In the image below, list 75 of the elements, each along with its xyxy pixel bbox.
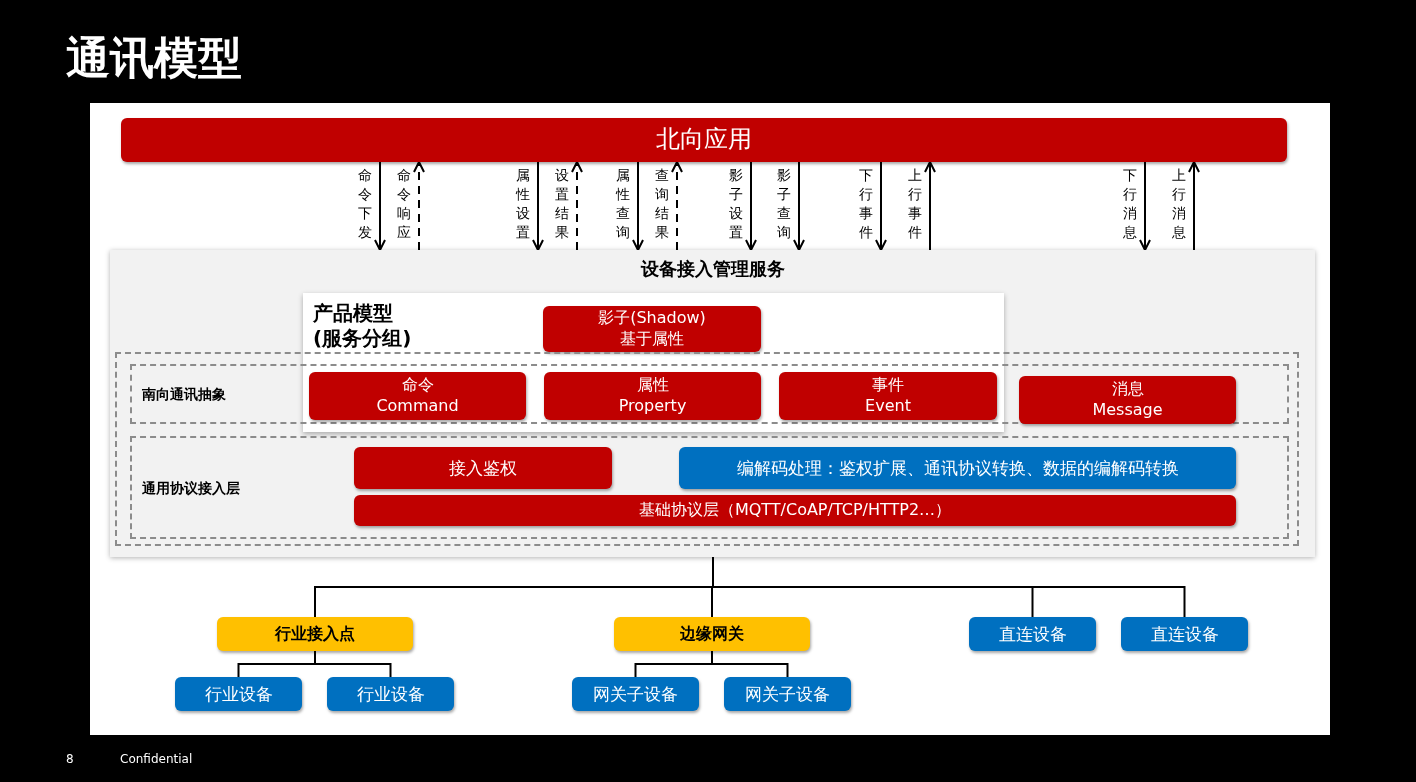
edge-label: 查询结果 [655, 166, 669, 243]
process-box [679, 447, 1236, 489]
box-text: 行业设备 [204, 682, 273, 706]
group-title: (服务分组) [313, 326, 412, 351]
gateway-box [217, 617, 413, 651]
process-box [121, 118, 1287, 162]
edge-label: 属性设置 [516, 166, 530, 243]
service-panel [110, 250, 1315, 557]
box-text: Command [376, 396, 459, 417]
box-text: 接入鉴权 [449, 456, 517, 480]
box-text: Message [1092, 400, 1163, 421]
box-text: 编解码处理：鉴权扩展、通讯协议转换、数据的编解码转换 [736, 456, 1179, 480]
layer-label: 通用协议接入层 [142, 478, 240, 497]
layer-label: 南向通讯抽象 [142, 384, 226, 404]
box-text: 行业设备 [356, 682, 425, 706]
process-box [572, 677, 699, 711]
process-box [309, 372, 526, 420]
arrow [793, 161, 805, 251]
connector-line [314, 650, 392, 678]
arrow [924, 161, 936, 251]
slide-title: 通讯模型 [66, 34, 242, 83]
box-text: 影子(Shadow) [598, 308, 706, 329]
box-text: 直连设备 [1150, 622, 1219, 646]
group-title: 产品模型 [313, 301, 393, 326]
process-box [1121, 617, 1248, 651]
process-box [543, 306, 761, 352]
connector-line [711, 650, 789, 678]
arrow [632, 161, 644, 251]
process-box [1019, 376, 1236, 424]
layer-frame [130, 436, 1289, 539]
process-box [779, 372, 997, 420]
arrow [875, 161, 887, 251]
edge-label: 属性查询 [616, 166, 630, 243]
box-text: 边缘网关 [680, 623, 744, 645]
process-box [969, 617, 1096, 651]
process-box [354, 495, 1236, 526]
arrow [571, 161, 583, 251]
footer-note: Confidential [120, 752, 193, 766]
box-text: 行业接入点 [275, 623, 355, 645]
box-text: 事件 [872, 375, 904, 396]
gateway-box [614, 617, 810, 651]
edge-label: 命令响应 [397, 166, 411, 243]
arrow [1139, 161, 1151, 251]
arrow [413, 161, 425, 251]
box-text: 属性 [636, 375, 669, 396]
arrow [532, 161, 544, 251]
heading: 北向应用 [656, 124, 752, 156]
box-text: 设备接入管理服务 [639, 257, 786, 281]
edge-label: 影子查询 [777, 166, 791, 243]
box-text: 直连设备 [998, 622, 1067, 646]
page-number: 8 [66, 752, 74, 766]
edge-label: 上行事件 [908, 166, 922, 243]
process-box [724, 677, 851, 711]
edge-label: 影子设置 [729, 166, 743, 243]
box-text: 消息 [1111, 379, 1144, 400]
box-text: 命令 [401, 375, 434, 396]
box-text: 网关子设备 [745, 682, 830, 706]
arrow [745, 161, 757, 251]
arrow [1188, 161, 1200, 251]
edge-label: 下行消息 [1123, 166, 1137, 243]
box-text: Property [618, 396, 687, 417]
box-text: 基于属性 [620, 329, 684, 350]
process-box [354, 447, 612, 489]
box-text: 网关子设备 [593, 682, 678, 706]
process-box [327, 677, 454, 711]
edge-label: 上行消息 [1172, 166, 1186, 243]
process-box [544, 372, 761, 420]
edge-label: 命令下发 [358, 166, 372, 243]
box-text: Event [865, 396, 911, 417]
arrow [671, 161, 683, 251]
edge-label: 下行事件 [859, 166, 873, 243]
edge-label: 设置结果 [555, 166, 569, 243]
arrow [374, 161, 386, 251]
box-text: 基础协议层（MQTT/CoAP/TCP/HTTP2…） [638, 500, 952, 521]
process-box [175, 677, 302, 711]
